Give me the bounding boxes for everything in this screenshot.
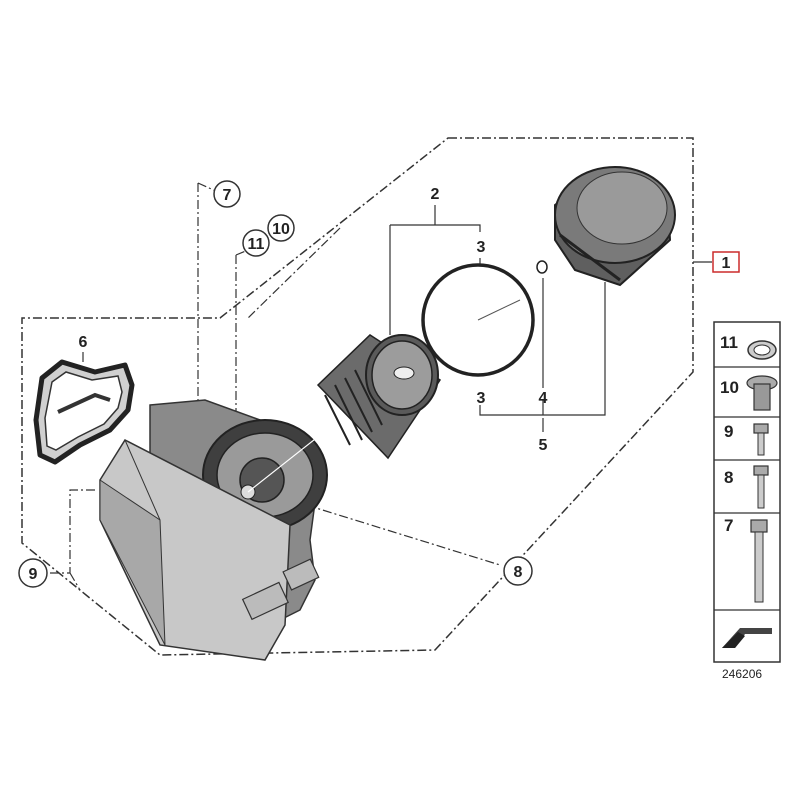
legend-panel: 11 10 9 8 7	[713, 321, 781, 663]
legend-number-10: 10	[720, 378, 739, 397]
diagram-number: 246206	[722, 667, 762, 681]
bracket-2	[389, 205, 481, 335]
inner-bracket-line	[247, 227, 341, 319]
leader-7	[197, 182, 219, 428]
leader-9	[50, 489, 95, 591]
filter-element-part	[316, 334, 442, 460]
callout-1-label: 1	[722, 255, 731, 272]
callout-11-label: 11	[248, 236, 265, 253]
leader-10-11	[200, 249, 249, 421]
callout-5: 5	[539, 437, 548, 454]
callout-4: 4	[539, 390, 548, 407]
legend-number-9: 9	[724, 422, 733, 441]
small-ring-part	[536, 260, 548, 274]
tightening-arrow-icon	[722, 628, 772, 648]
callout-6: 6	[79, 334, 88, 351]
short-bolt-icon	[753, 423, 769, 456]
screw-plug-icon	[746, 375, 778, 411]
o-ring-center-line	[477, 299, 521, 321]
assembly-outline	[21, 137, 694, 656]
filter-housing-part	[99, 371, 401, 661]
callout-9-label: 9	[29, 566, 38, 583]
legend-number-8: 8	[724, 468, 733, 487]
legend-number-11: 11	[720, 333, 738, 352]
callout-3-top: 3	[477, 239, 486, 256]
callout-2: 2	[431, 186, 440, 203]
long-bolt-icon	[750, 519, 768, 603]
callout-3-bottom: 3	[477, 390, 486, 407]
legend-number-7: 7	[724, 516, 733, 535]
callout-7: 7	[213, 180, 241, 208]
medium-bolt-icon	[753, 465, 769, 509]
callout-10-label: 10	[272, 221, 290, 238]
bracket-3-bottom	[479, 282, 606, 416]
gasket-part	[33, 359, 135, 465]
filter-cap-part	[554, 166, 676, 287]
callout-11: 11	[242, 229, 270, 257]
callout-8-label: 8	[514, 564, 523, 581]
callout-8: 8	[503, 556, 533, 586]
callout-10: 10	[267, 214, 295, 242]
callout-7-label: 7	[223, 187, 232, 204]
o-ring-part	[421, 263, 535, 377]
callout-1: 1	[712, 251, 740, 273]
callout-9: 9	[18, 558, 48, 588]
